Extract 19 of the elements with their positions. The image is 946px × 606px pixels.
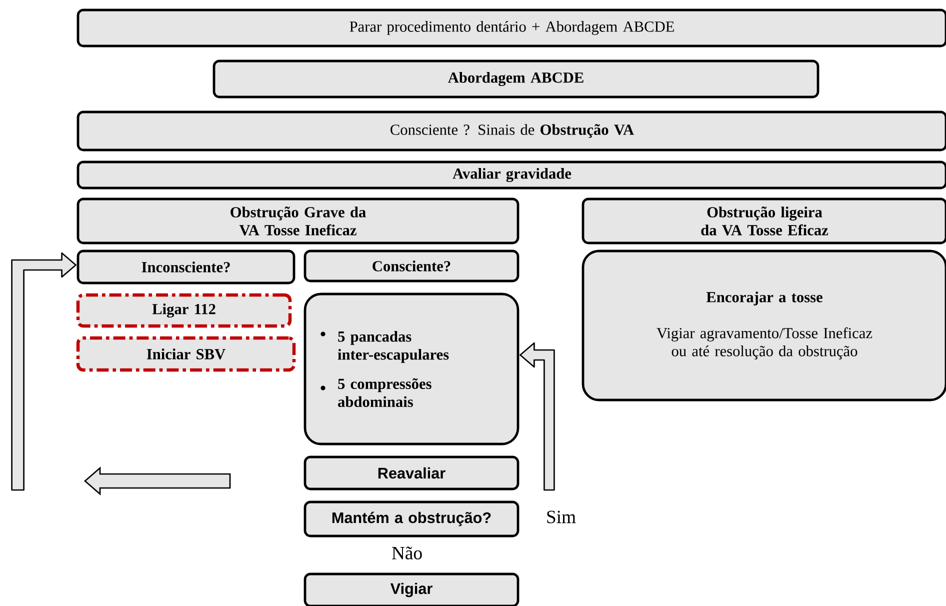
block-arrow <box>11 252 76 491</box>
step-box: Encorajar a tosse Vigiar agravamento/Tosse Ineficaz ou até resolução da obstrução <box>582 250 946 402</box>
step-box: Parar procedimento dentário + Abordagem ABCDE <box>76 8 946 48</box>
step-box: Obstrução ligeira da VA Tosse Eficaz <box>582 198 946 244</box>
step-box: 5 pancadas inter-escapulares 5 compressões abdominais <box>304 292 520 446</box>
step-box: Avaliar gravidade <box>76 160 946 190</box>
block-arrow <box>520 342 555 491</box>
step-box: Ligar 112 <box>76 293 292 328</box>
step-box: Vigiar <box>304 572 520 606</box>
step-box: Abordagem ABCDE <box>212 60 820 98</box>
step-box: Consciente? <box>304 250 520 282</box>
step-box: Inconsciente? <box>76 250 296 284</box>
step-box: Reavaliar <box>304 456 520 490</box>
step-box: Consciente ? Sinais de Obstrução VA <box>76 110 946 152</box>
answer-label: Não <box>392 546 422 560</box>
step-box: Mantém a obstrução? <box>304 500 520 538</box>
answer-label: Sim <box>547 510 576 524</box>
step-box: Obstrução Grave da VA Tosse Ineficaz <box>76 198 520 244</box>
step-box: Iniciar SBV <box>76 336 296 372</box>
